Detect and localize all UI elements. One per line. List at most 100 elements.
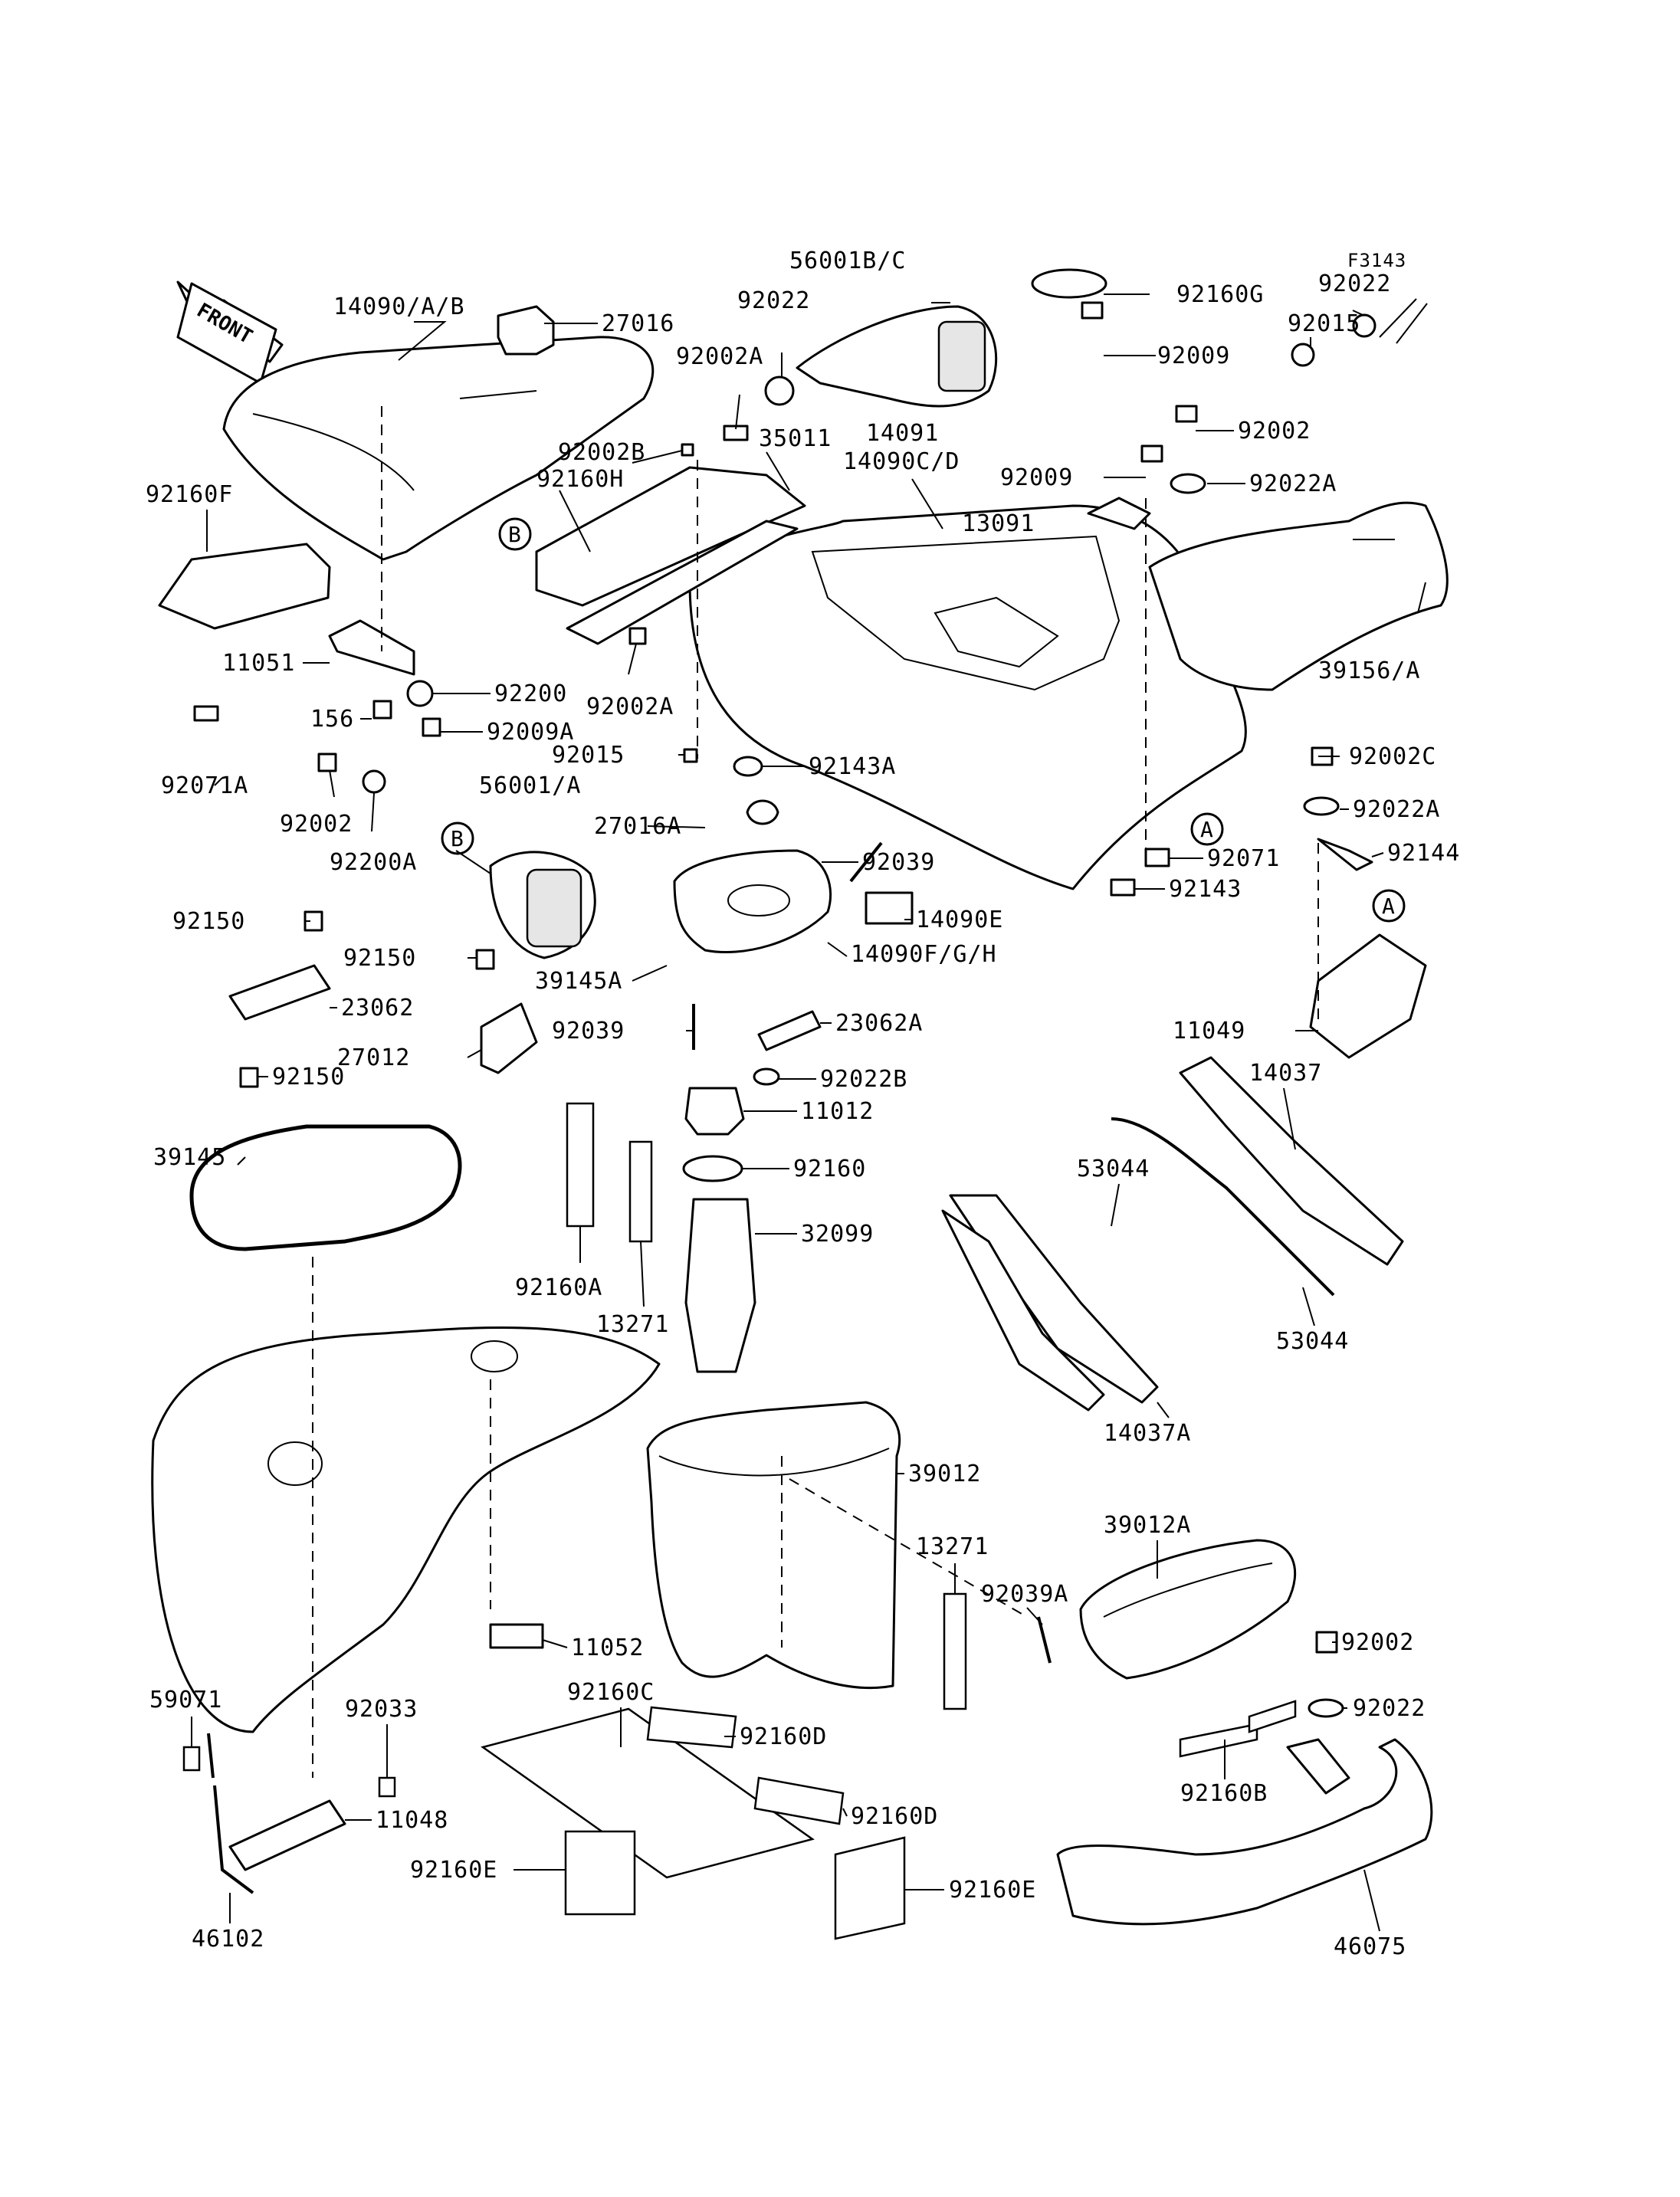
hood-opening: [934, 596, 1059, 668]
label-92160B: 92160B: [1180, 1780, 1268, 1807]
gasket-39145: [189, 1124, 462, 1251]
washer-92022B: [753, 1067, 780, 1086]
grab-handle-27016: [497, 305, 555, 356]
label-13091: 13091: [962, 510, 1035, 537]
latch-11048: [228, 1799, 346, 1871]
label-92200: 92200: [494, 680, 567, 707]
mat-92160D-b: [753, 1776, 845, 1825]
label-32099: 32099: [801, 1221, 874, 1248]
washer-92022-b: [1308, 1698, 1344, 1718]
bolt-156: [372, 700, 392, 720]
label-14037: 14037: [1249, 1060, 1322, 1087]
label-11052: 11052: [571, 1635, 644, 1661]
label-92160C: 92160C: [567, 1679, 655, 1706]
label-35011: 35011: [759, 425, 832, 452]
bolt-92002-r: [1175, 405, 1198, 423]
label-11012: 11012: [801, 1098, 874, 1125]
label-14090CD: 14090C/D: [843, 448, 960, 475]
grommet-92071A: [193, 705, 219, 722]
label-14090FGH: 14090F/G/H: [851, 941, 997, 968]
label-92022A-b: 92022A: [1353, 796, 1440, 823]
gasket-92160: [682, 1155, 743, 1182]
strip-92160A: [566, 1102, 595, 1228]
label-14037A: 14037A: [1104, 1420, 1191, 1447]
label-92071: 92071: [1207, 845, 1280, 872]
block-27012: [480, 1002, 538, 1074]
label-92150-b: 92150: [343, 945, 416, 972]
label-92022B: 92022B: [820, 1066, 907, 1093]
screw-59071: [182, 1746, 201, 1772]
label-92071A: 92071A: [161, 772, 248, 799]
bolt-92150-b: [475, 949, 495, 970]
plate-11052: [489, 1623, 544, 1649]
mat-92160E-a: [564, 1830, 636, 1916]
label-92160E-a: 92160E: [410, 1857, 497, 1884]
bolt-92009-b: [1140, 444, 1163, 463]
label-92039-b: 92039: [552, 1018, 625, 1044]
label-92160G: 92160G: [1176, 281, 1264, 308]
label-156: 156: [310, 706, 354, 733]
label-46102: 46102: [192, 1926, 264, 1953]
label-56001A: 56001/A: [479, 772, 581, 799]
label-92002B: 92002B: [558, 439, 645, 466]
tray-rim: [1103, 1562, 1273, 1618]
rod-46102: [213, 1785, 254, 1894]
label-92033: 92033: [345, 1696, 418, 1723]
grommet-92143: [1110, 878, 1136, 897]
strip-92160B-a: [1179, 1723, 1258, 1758]
label-23062: 23062: [341, 995, 414, 1021]
bolt-92009A: [422, 717, 441, 737]
label-92002-r: 92002: [1238, 418, 1311, 444]
cap-11012: [684, 1087, 745, 1136]
label-53044-a: 53044: [1077, 1156, 1150, 1182]
strip-92160H: [566, 520, 799, 645]
labels: 14090/A/B 27016 92160F 11051 92200 156 9…: [146, 248, 1460, 1960]
code-marks: [1379, 298, 1428, 344]
label-92009-b: 92009: [1000, 464, 1073, 491]
label-92160: 92160: [793, 1156, 866, 1182]
seat-cover-detail: [252, 390, 537, 491]
label-14091: 14091: [866, 420, 939, 447]
hood-14091: [688, 504, 1247, 890]
ref-B-1: [498, 517, 532, 551]
ref-A-2: [1372, 889, 1406, 923]
bolt-92009-a: [1081, 301, 1104, 320]
ref-B-2-label: B: [451, 826, 464, 851]
disc-92160G: [1031, 268, 1107, 299]
bracket-11049: [1309, 933, 1427, 1059]
label-39145A: 39145A: [535, 968, 622, 995]
label-92002C: 92002C: [1349, 743, 1436, 770]
hood-inner: [811, 535, 1121, 691]
label-39012: 39012: [908, 1461, 981, 1487]
clip-92144: [1317, 838, 1373, 871]
duct-14037A: [941, 1209, 1105, 1412]
assembly-lines: [312, 406, 1319, 1778]
label-92150-c: 92150: [272, 1064, 345, 1090]
label-11048: 11048: [376, 1807, 448, 1834]
ref-A-1-label: A: [1200, 817, 1213, 842]
label-92022A-r: 92022A: [1249, 471, 1337, 497]
washer-92022-t: [764, 375, 795, 406]
label-59071: 59071: [149, 1687, 222, 1713]
label-92039A: 92039A: [981, 1581, 1068, 1608]
label-92144: 92144: [1387, 840, 1460, 867]
label-92002-l: 92002: [280, 811, 353, 838]
label-92002A-m: 92002A: [586, 694, 674, 720]
grommet-92143A: [733, 756, 763, 777]
washer-92200A: [362, 769, 386, 794]
storage-bin-39012: [646, 1401, 901, 1690]
bolt-92002-l: [317, 753, 337, 772]
label-11051: 11051: [222, 650, 295, 677]
label-46075: 46075: [1334, 1933, 1406, 1960]
bar-mount: [1286, 1738, 1350, 1795]
bar-46075: [1056, 1738, 1433, 1926]
label-92160H: 92160H: [536, 466, 624, 493]
ref-B-2: [441, 821, 474, 855]
label-14090E: 14090E: [916, 907, 1003, 933]
label-92015-r: 92015: [1288, 310, 1360, 337]
ref-B-1-label: B: [508, 522, 521, 547]
nut-92015-m: [683, 748, 698, 763]
label-92160D-b: 92160D: [851, 1803, 938, 1830]
label-27016: 27016: [602, 310, 674, 337]
